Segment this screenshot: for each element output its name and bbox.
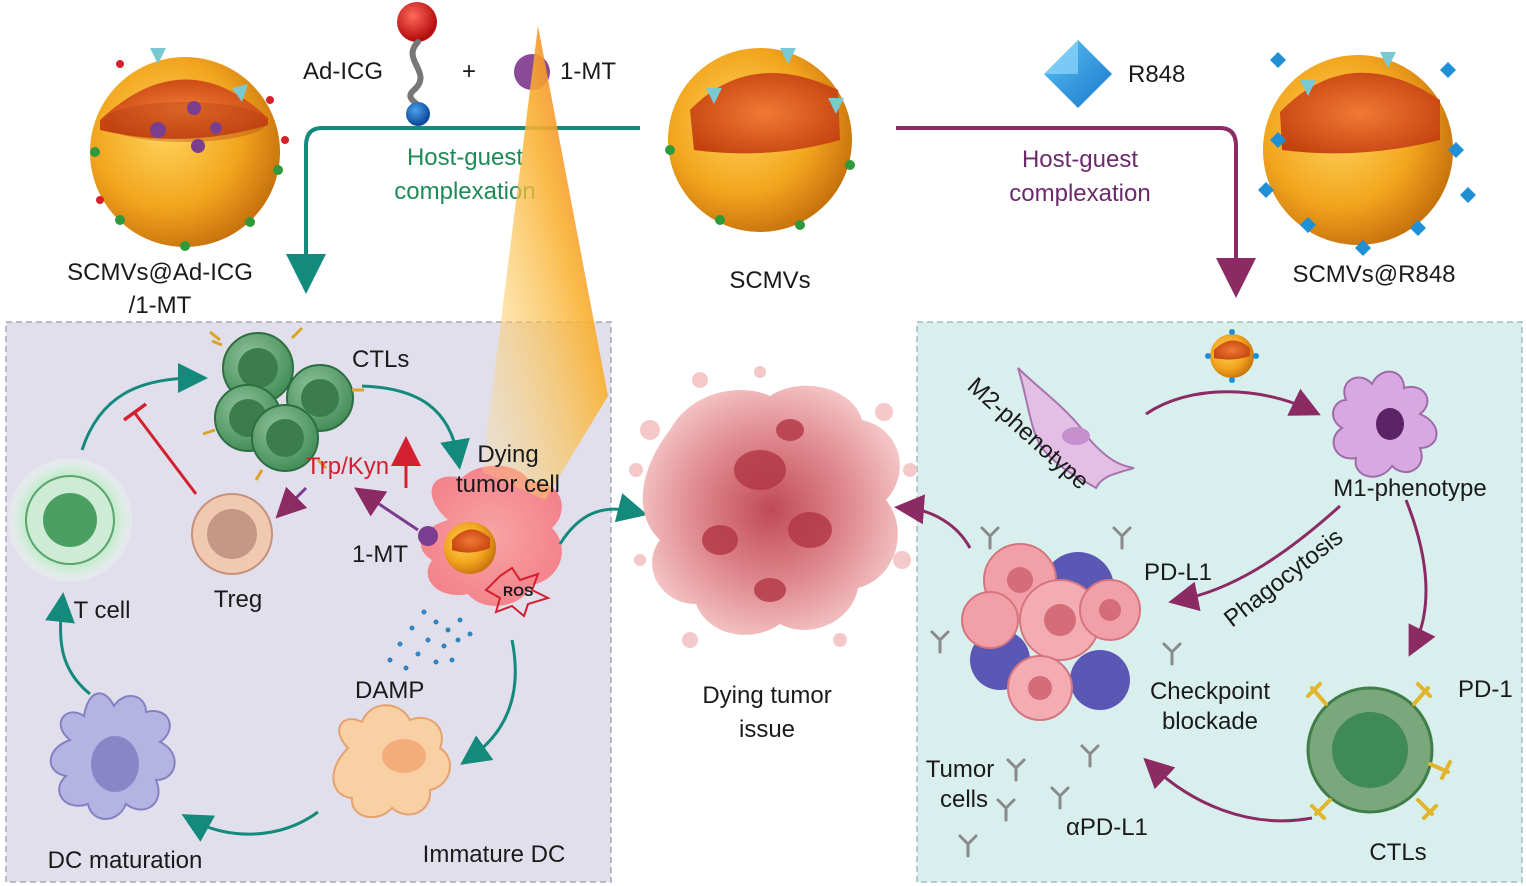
arrow-trp-kyn-to-treg — [275, 486, 308, 519]
arrow-1mt-to-trp-kyn — [354, 487, 419, 532]
1mt-particle-icon — [418, 526, 438, 546]
ctl-cluster-illustration — [202, 326, 364, 481]
m1-macrophage-illustration — [1332, 370, 1438, 478]
arrow-immature-dc-to-dc-maturation — [181, 810, 319, 842]
1mt-reagent-label: 1-MT — [560, 58, 616, 85]
damp-label: DAMP — [355, 677, 424, 704]
right-ctls-label: CTLs — [1369, 839, 1426, 866]
inhibition-treg-to-tcell-ctls — [132, 411, 198, 495]
arrow-m1-to-ctls — [1404, 499, 1436, 657]
arrow-tcell-to-ctls — [80, 363, 208, 451]
pd-1-label: PD-1 — [1458, 676, 1513, 703]
m2-macrophage-illustration — [1017, 367, 1135, 490]
dying-tumor-issue-label-line1: Dying tumor — [702, 682, 831, 709]
t-cell-illustration — [8, 458, 132, 582]
scmv-ad-icg-1mt-vesicle — [90, 48, 289, 251]
alpha-pd-l1-label: αPD-L1 — [1066, 814, 1148, 841]
left-process-label-line2: complexation — [394, 178, 535, 205]
immature-dc-illustration — [332, 704, 451, 818]
t-cell-label: T cell — [74, 597, 131, 624]
right-process-label-line2: complexation — [1009, 180, 1150, 207]
right-process-label-line1: Host-guest — [1022, 146, 1138, 173]
dying-tumor-cell-label-line2: tumor cell — [456, 471, 560, 498]
treg-illustration — [191, 493, 273, 575]
dc-maturation-label: DC maturation — [48, 847, 203, 874]
trp-kyn-label: Trp/Kyn — [306, 453, 389, 480]
arrow-ctls-to-tumor-cells — [1143, 757, 1313, 823]
m1-phenotype-label: M1-phenotype — [1333, 475, 1486, 502]
r848-crystal-icon — [1044, 40, 1112, 108]
right-process-arrow — [896, 126, 1256, 298]
arrow-m2-to-m1 — [1145, 388, 1321, 416]
left-process-arrow — [286, 126, 640, 294]
left-product-label-line1: SCMVs@Ad-ICG — [67, 259, 253, 286]
ad-icg-label: Ad-ICG — [303, 58, 383, 85]
arrow-tumor-cells-to-dying-tissue — [894, 494, 972, 549]
inhibition-bar — [122, 402, 148, 422]
arrow-dying-cell-to-immature-dc — [460, 639, 517, 765]
center-product-label: SCMVs — [729, 267, 810, 294]
pd-l1-label: PD-L1 — [1144, 559, 1212, 586]
dying-tumor-issue-label-line2: issue — [739, 716, 795, 743]
treg-label: Treg — [214, 586, 262, 613]
left-product-label-line2: /1-MT — [129, 292, 192, 319]
plus-sign: + — [462, 58, 476, 85]
tumor-cells-label-line2: cells — [940, 786, 988, 813]
tumor-cells-label-line1: Tumor — [926, 756, 994, 783]
small-scmv-r848-vesicle — [1205, 329, 1259, 383]
r848-reagent-label: R848 — [1128, 61, 1185, 88]
ad-icg-molecule-icon — [397, 2, 437, 126]
scmv-vesicle — [665, 48, 855, 232]
arrow-dying-cell-to-dying-tissue — [558, 493, 648, 545]
tumor-cells-cluster-illustration — [961, 543, 1141, 721]
left-process-label-line1: Host-guest — [407, 144, 523, 171]
scmv-r848-vesicle — [1258, 52, 1476, 256]
1mt-label: 1-MT — [352, 541, 408, 568]
right-product-label: SCMVs@R848 — [1292, 261, 1455, 288]
arrow-ctls-to-dying-cell — [361, 384, 470, 470]
arrow-dc-maturation-to-tcell — [45, 592, 91, 696]
dying-tumor-cell-illustration — [387, 26, 608, 671]
checkpoint-blockade-label-line1: Checkpoint — [1150, 678, 1270, 705]
ctls-label: CTLs — [352, 346, 409, 373]
checkpoint-blockade-label-line2: blockade — [1162, 708, 1258, 735]
dying-tumor-tissue-illustration — [629, 366, 917, 648]
mature-dc-illustration — [49, 692, 176, 820]
anti-pd-l1-antibody-icons — [930, 526, 1182, 858]
ros-label: ROS — [503, 583, 533, 599]
dying-tumor-cell-label-line1: Dying — [477, 441, 538, 468]
immature-dc-label: Immature DC — [423, 841, 566, 868]
right-ctl-illustration — [1306, 682, 1452, 820]
arrow-phagocytosis — [1168, 504, 1342, 612]
